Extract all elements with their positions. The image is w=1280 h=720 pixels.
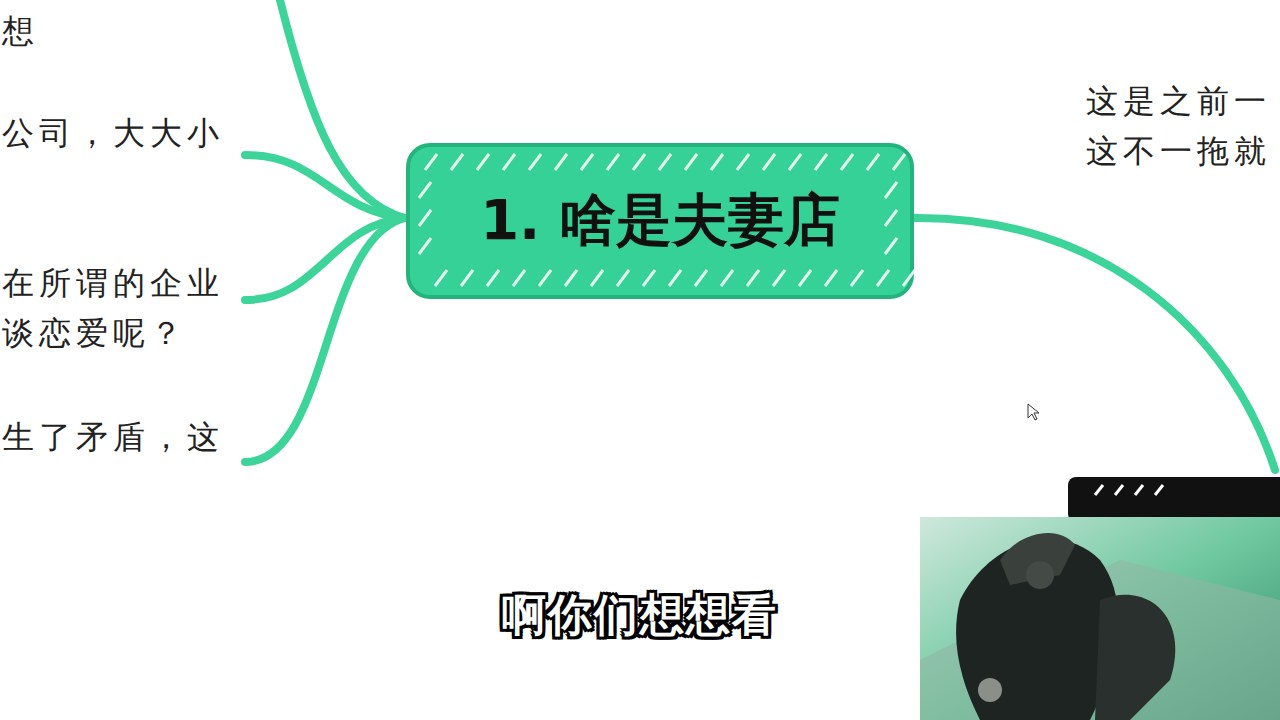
dark-box — [1068, 477, 1280, 522]
branch-text: 公司，大大小 — [2, 108, 242, 158]
branch-text: 生了矛盾，这 — [2, 412, 242, 462]
cursor — [1028, 404, 1039, 420]
branch-text: 在所谓的企业 谈恋爱呢？ — [2, 258, 234, 358]
branch-text: 想 — [2, 6, 62, 56]
video-inset — [920, 517, 1280, 720]
branch-line — [245, 218, 405, 462]
partial-box — [1068, 477, 1280, 522]
branch-line — [912, 218, 1275, 470]
branches — [245, 0, 1275, 470]
photo-ground — [920, 517, 1280, 720]
subtitle: 啊你们想想看 — [502, 590, 778, 640]
hatch — [419, 154, 915, 286]
branch-line — [245, 155, 405, 218]
topic-title: 1. 啥是夫妻店 — [480, 183, 840, 259]
topic-fill — [408, 145, 912, 297]
topic-box: 1. 啥是夫妻店 — [405, 142, 915, 300]
hatch — [1095, 485, 1163, 495]
note-text: 这是之前一 这不一拖就 — [1086, 76, 1278, 176]
figure — [956, 539, 1118, 720]
branch-line — [280, 0, 405, 218]
